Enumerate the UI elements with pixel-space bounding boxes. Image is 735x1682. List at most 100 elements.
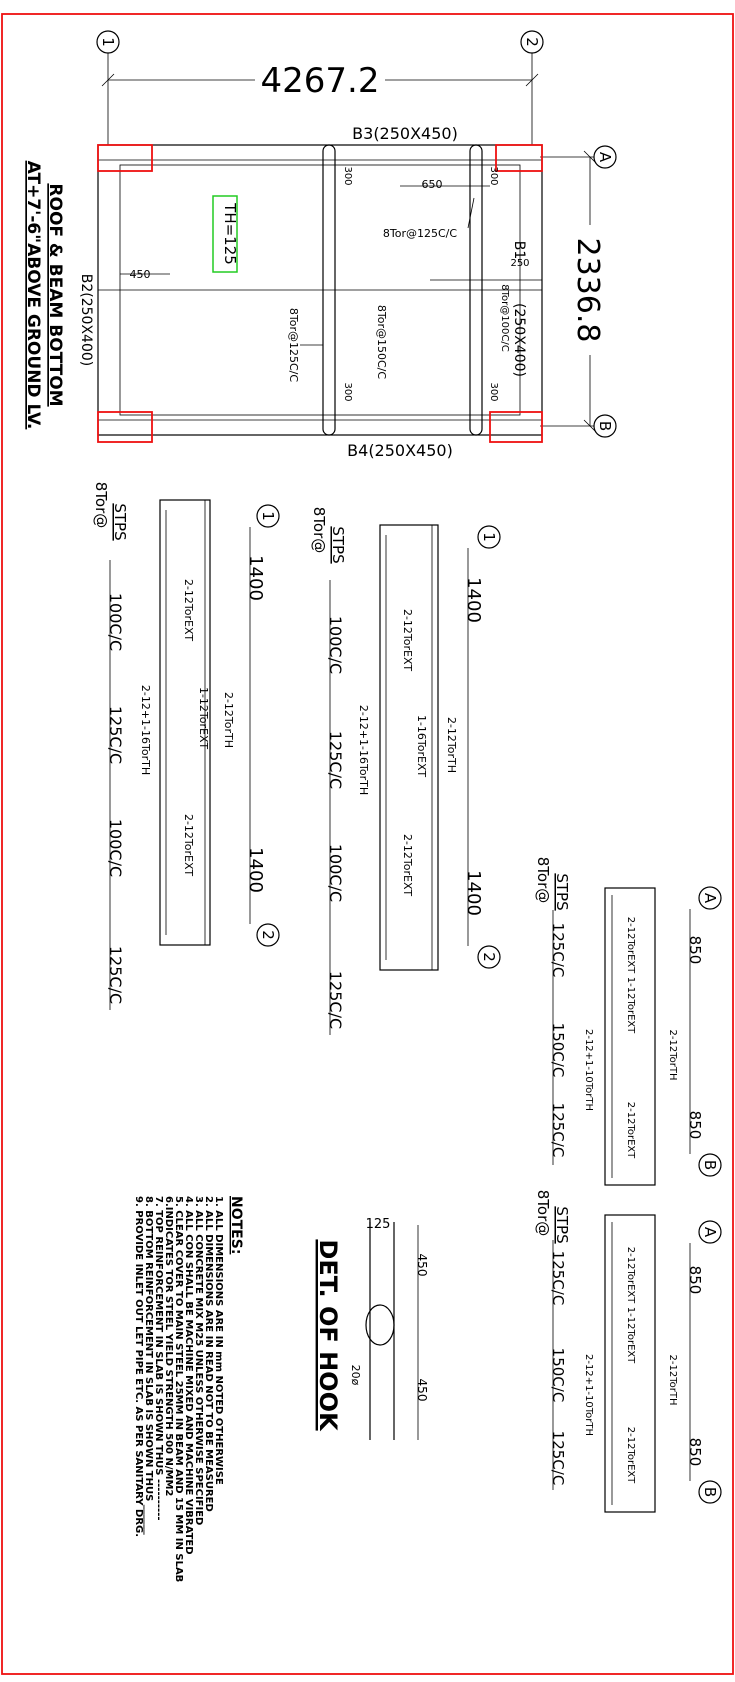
- dim-300c: 300: [488, 166, 499, 185]
- b1-bar-bottom: 2-12+1-10TorTH: [583, 1029, 594, 1111]
- b1-sp2: 150C/C: [549, 1023, 567, 1078]
- hook-title: DET. OF HOOK: [314, 1239, 342, 1432]
- b4-bar-bottom: 2-12+1-16TorTH: [139, 685, 152, 775]
- b4-sp1: 100C/C: [106, 593, 125, 651]
- b2-elevation: [604, 1214, 656, 1513]
- roof-plan: 1 2 4267.2 A B 2336.8: [23, 30, 617, 460]
- b4-elevation: [159, 499, 211, 946]
- grid-label-2: 2: [523, 37, 541, 47]
- b1-sp1: 125C/C: [549, 923, 567, 978]
- b1-bar-ext-right: 2-12TorEXT: [625, 1102, 636, 1159]
- note-item: 9. PROVIDE INLET OUT LET PIPE ETC. AS PE…: [133, 1196, 144, 1537]
- b1-bar-ext-mid: 1-12TorEXT: [625, 977, 636, 1034]
- dim-650: 650: [422, 178, 443, 191]
- hook-dia: 20ø: [349, 1365, 362, 1386]
- slab-th-label: TH=125: [221, 202, 239, 265]
- b2-bar-top: 2-12TorTH: [667, 1355, 678, 1406]
- b2-sp1: 125C/C: [549, 1251, 567, 1306]
- b3-sp1: 100C/C: [326, 616, 345, 674]
- b3-bar-ext-left: 2-12TorEXT: [401, 609, 414, 671]
- b3-bar-ext-right: 2-12TorEXT: [401, 834, 414, 896]
- note-item: 4. ALL CON SHALL BE MACHINE MIXED AND MA…: [183, 1196, 194, 1555]
- b4-grid-right: 2: [259, 930, 277, 940]
- beam-b3-detail: 1 2 1400 1400 2-12TorEXT 1-16TorEXT 2-12…: [310, 507, 501, 1035]
- b3-bar-bottom: 2-12+1-16TorTH: [357, 705, 370, 795]
- b3-sp2: 125C/C: [326, 731, 345, 789]
- b2-sp3: 125C/C: [549, 1431, 567, 1486]
- b1-stps-bar: 8Tor@: [534, 857, 552, 904]
- b1-bar-ext-left: 2-12TorEXT: [625, 917, 636, 974]
- b2-sp2: 150C/C: [549, 1348, 567, 1403]
- dim-250: 250: [510, 258, 529, 269]
- b1-bar-top: 2-12TorTH: [667, 1030, 678, 1081]
- notes-heading: NOTES:: [228, 1196, 244, 1254]
- b3-dim-right: 1400: [463, 870, 484, 916]
- b1-grid-left: A: [701, 893, 719, 904]
- beam-b1-size: (250X400): [511, 303, 527, 377]
- b3-elevation: [379, 524, 439, 971]
- hook-detail: 125 450 450 20ø DET. OF HOOK: [314, 1217, 429, 1440]
- b4-grid-left: 1: [259, 511, 277, 521]
- b2-bar-ext-left: 2-12TorEXT: [625, 1247, 636, 1304]
- beam-b1-label: B1: [511, 241, 527, 260]
- hook-dim-125: 125: [366, 1217, 391, 1232]
- column-2a: [495, 144, 543, 172]
- note-item: 3. ALL CONCRETE MIX M25 UNLESS OTHERWISE…: [193, 1196, 204, 1525]
- note-item: 7. TOP REINFORCEMENT IN SLAB IS SHOWN TH…: [153, 1196, 164, 1521]
- beam-b1-detail: A B 850 850 2-12TorEXT 1-12TorEXT 2-12To…: [534, 857, 722, 1186]
- column-1b: [97, 411, 153, 443]
- b3-sp3: 100C/C: [326, 844, 345, 902]
- b4-sp4: 125C/C: [106, 946, 125, 1004]
- b2-bar-bottom: 2-12+1-10TorTH: [583, 1354, 594, 1436]
- dim-300a: 300: [342, 166, 353, 185]
- b1-dim-left: 850: [686, 936, 704, 965]
- bar-note-3: 8Tor@125C/C: [287, 308, 300, 382]
- column-1a: [97, 144, 153, 172]
- beam-b2-detail: A B 850 850 2-12TorEXT 1-12TorEXT 2-12To…: [534, 1190, 722, 1513]
- hook-dim-450b: 450: [415, 1379, 429, 1402]
- b1-stps: STPS: [553, 873, 571, 910]
- span-x-dim: 4267.2: [261, 61, 380, 101]
- b2-dim-right: 850: [686, 1438, 704, 1467]
- b3-stps: STPS: [329, 526, 347, 563]
- b3-dim-left: 1400: [463, 577, 484, 623]
- dim-300b: 300: [342, 382, 353, 401]
- note-item: 5. CLEAR COVER TO MAIN STEEL 25MM IN BEA…: [173, 1196, 184, 1582]
- dim-300d: 300: [488, 382, 499, 401]
- b4-sp2: 125C/C: [106, 706, 125, 764]
- plan-title-line2: AT+7'-6"ABOVE GROUND LV.: [23, 161, 43, 430]
- note-item: 6.INDICATES TOR STEEL YIELD STRENGTH 500…: [163, 1196, 174, 1496]
- bar-note-2: 8Tor@150C/C: [375, 305, 388, 379]
- slab-th-box: [212, 195, 238, 273]
- b2-grid-right: B: [701, 1487, 719, 1497]
- b3-grid-left: 1: [480, 532, 498, 542]
- b3-bar-ext-mid: 1-16TorEXT: [415, 715, 428, 777]
- b3-sp4: 125C/C: [326, 971, 345, 1029]
- b1-grid-right: B: [701, 1160, 719, 1170]
- b1-dim-right: 850: [686, 1111, 704, 1140]
- column-2b: [489, 411, 543, 443]
- note-item: 8. BOTTOM REINFORCEMENT IN SLAB IS SHOWN…: [143, 1196, 154, 1535]
- b3-grid-right: 2: [480, 952, 498, 962]
- b2-bar-ext-right: 2-12TorEXT: [625, 1427, 636, 1484]
- dim-450: 450: [130, 268, 151, 281]
- span-y-dim: 2336.8: [570, 238, 605, 343]
- note-item: 1. ALL DIMENSIONS ARE IN mm NOTED OTHERW…: [213, 1196, 224, 1485]
- b4-bar-top: 2-12TorTH: [222, 692, 235, 748]
- b4-bar-ext-right: 2-12TorEXT: [182, 814, 195, 876]
- grid-label-a: A: [596, 152, 614, 163]
- plan-title-line1: ROOF & BEAM BOTTOM: [45, 183, 65, 406]
- b4-bar-ext-left: 2-12TorEXT: [182, 579, 195, 641]
- b4-stps-bar: 8Tor@: [92, 482, 110, 529]
- b4-stps: STPS: [111, 503, 129, 540]
- b1-elevation: [604, 887, 656, 1186]
- beam-b3-label: B3(250X450): [352, 124, 458, 143]
- hook-dim-450a: 450: [415, 1254, 429, 1277]
- hook-loop: [365, 1304, 395, 1346]
- b2-bar-ext-mid: 1-12TorEXT: [625, 1307, 636, 1364]
- b2-stps: STPS: [553, 1206, 571, 1243]
- b2-stps-bar: 8Tor@: [534, 1190, 552, 1237]
- b4-sp3: 100C/C: [106, 819, 125, 877]
